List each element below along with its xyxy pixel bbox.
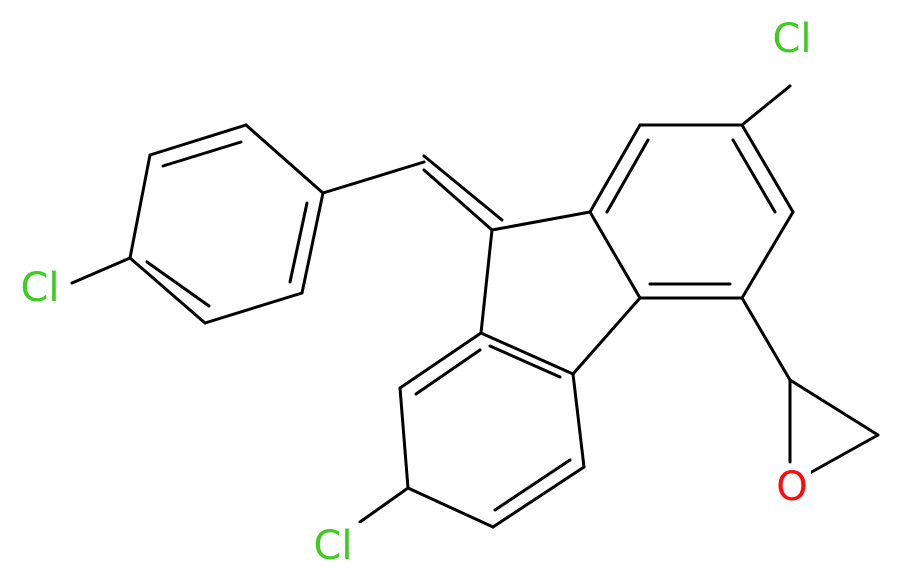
bond bbox=[398, 331, 483, 390]
bond bbox=[70, 256, 132, 285]
bond bbox=[145, 260, 211, 308]
bond bbox=[414, 348, 482, 396]
bond bbox=[740, 296, 792, 382]
bond bbox=[479, 331, 575, 376]
bond bbox=[161, 140, 243, 168]
bond bbox=[128, 256, 207, 325]
bonds bbox=[70, 84, 880, 529]
atom-labels: Cl Cl Cl O bbox=[10, 16, 822, 569]
bond bbox=[321, 160, 426, 195]
bond bbox=[203, 291, 304, 325]
bond bbox=[731, 138, 777, 214]
bond bbox=[422, 168, 494, 232]
bond bbox=[571, 372, 586, 469]
bond bbox=[493, 458, 572, 512]
bond bbox=[571, 296, 642, 376]
bond bbox=[740, 123, 795, 214]
bond bbox=[605, 138, 650, 214]
bond bbox=[488, 344, 562, 379]
bond bbox=[806, 433, 880, 476]
bond bbox=[740, 84, 792, 127]
bond bbox=[398, 386, 410, 490]
bond bbox=[491, 465, 586, 529]
chlorine-label: Cl bbox=[20, 265, 59, 311]
bond bbox=[288, 201, 309, 284]
bond bbox=[740, 210, 795, 300]
bond bbox=[148, 123, 248, 157]
bond bbox=[406, 486, 495, 529]
bond bbox=[422, 154, 504, 222]
bond bbox=[490, 210, 592, 232]
bond bbox=[244, 123, 325, 195]
bond bbox=[358, 486, 410, 524]
bond bbox=[588, 123, 642, 214]
bond bbox=[588, 210, 642, 300]
bond bbox=[128, 153, 152, 260]
bond bbox=[788, 378, 880, 437]
chlorine-label: Cl bbox=[772, 16, 811, 62]
chlorine-label: Cl bbox=[313, 523, 352, 569]
oxygen-label: O bbox=[776, 464, 807, 510]
bond bbox=[300, 191, 325, 295]
bond bbox=[479, 228, 494, 335]
